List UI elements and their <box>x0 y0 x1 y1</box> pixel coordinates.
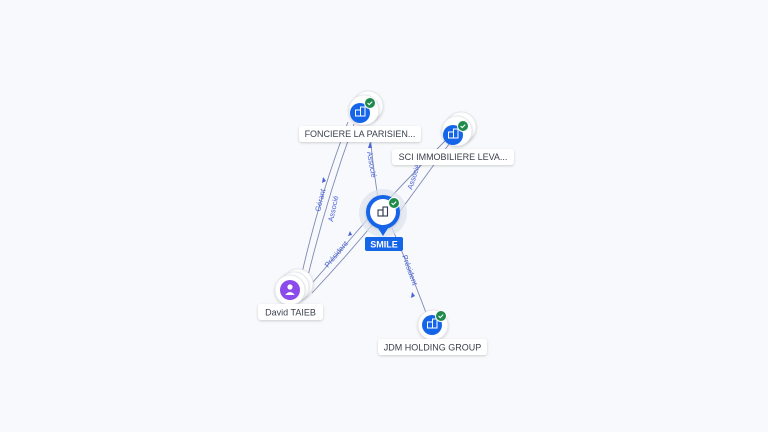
building-icon <box>448 128 459 139</box>
verified-badge <box>364 97 376 109</box>
verified-badge <box>435 310 447 322</box>
node-label-fonciere: FONCIERE LA PARISIEN... <box>305 129 416 139</box>
edge-label-smile-jdm: Président <box>400 254 420 288</box>
check-icon <box>438 314 444 319</box>
edge-label-david-fonciere-2: Associé <box>326 195 340 223</box>
node-label-jdm: JDM HOLDING GROUP <box>384 343 482 353</box>
building-icon <box>377 206 389 217</box>
verified-badge <box>457 120 469 132</box>
node-label-box <box>392 149 514 165</box>
node-fonciere[interactable]: FONCIERE LA PARISIEN... <box>299 90 421 142</box>
verified-badge <box>388 197 400 209</box>
center-label-box <box>365 237 403 251</box>
edge-label-david-smile: Président <box>323 239 351 270</box>
check-icon <box>460 124 466 129</box>
edge-label-david-fonciere: Gérant <box>313 187 328 212</box>
node-label-smile: SMILE <box>370 240 398 250</box>
check-icon <box>391 201 397 206</box>
person-icon-bg <box>280 280 300 300</box>
node-label-david: David TAIEB <box>265 308 316 318</box>
person-icon <box>285 284 295 295</box>
check-icon <box>367 101 373 106</box>
edge-label-smile-fonciere: Associé <box>365 151 378 178</box>
building-icon <box>427 318 438 329</box>
node-sci[interactable]: SCI IMMOBILIERE LEVA... <box>392 111 514 165</box>
node-jdm[interactable]: JDM HOLDING GROUP <box>378 309 487 355</box>
node-david[interactable]: David TAIEB <box>258 268 323 320</box>
edge-label-smile-sci: Associé <box>405 163 422 191</box>
node-label-box <box>378 339 487 355</box>
edge-smile-jdm[interactable] <box>391 227 429 319</box>
node-label-box <box>258 304 323 320</box>
node-label-sci: SCI IMMOBILIERE LEVA... <box>399 152 508 162</box>
node-label-box <box>299 126 421 142</box>
node-smile[interactable]: SMILE <box>359 189 407 251</box>
building-icon <box>355 106 366 117</box>
